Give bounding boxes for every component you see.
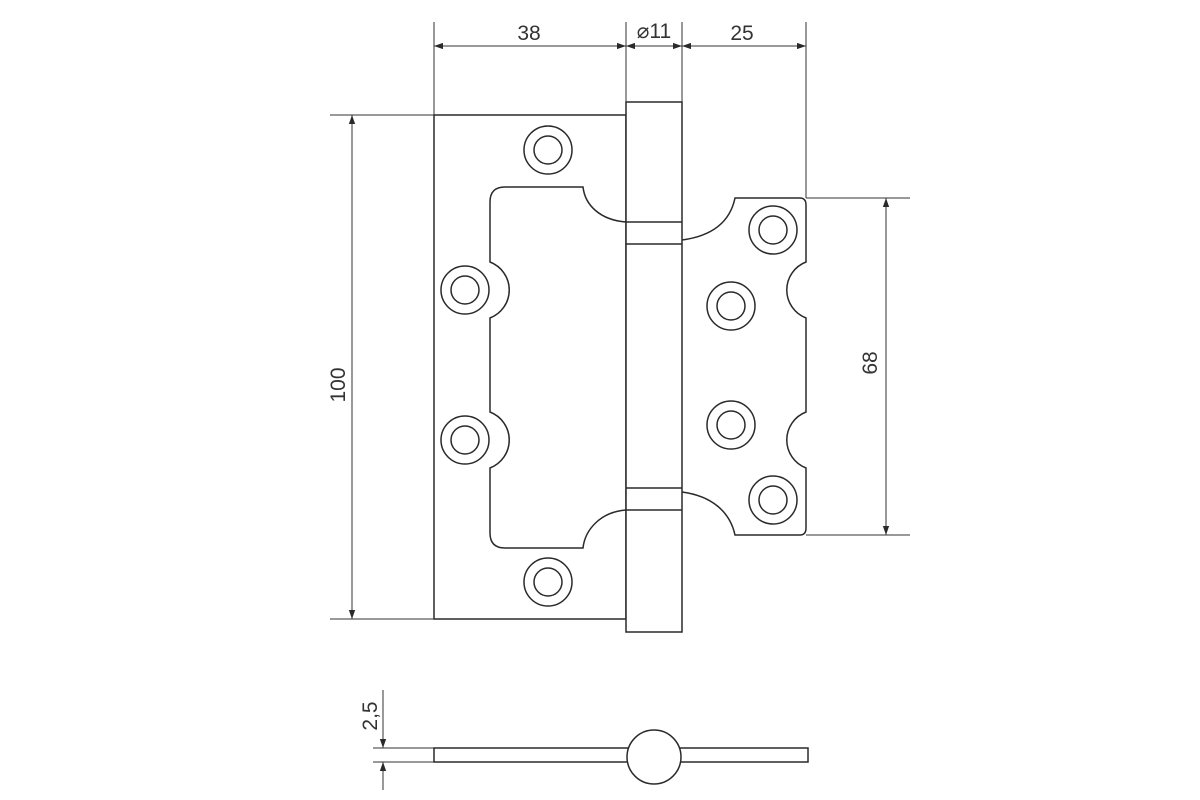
screw-hole: [706, 400, 756, 450]
dimension-label-38: 38: [517, 22, 540, 45]
dimension-label-thickness: 2,5: [359, 701, 382, 730]
screw-hole: [440, 265, 490, 315]
right-leaf: [681, 197, 807, 536]
screw-hole: [523, 125, 573, 175]
left-leaf: [433, 114, 627, 620]
right-leaf-height-dimension: 68: [806, 197, 910, 536]
left-leaf-cutout: [489, 186, 627, 549]
top-dimensions: 38 ⌀11 25: [433, 20, 807, 198]
dimension-label-diameter: ⌀11: [637, 20, 671, 43]
dimension-label-68: 68: [859, 351, 882, 374]
screw-hole: [706, 281, 756, 331]
dimension-label-25: 25: [730, 22, 753, 45]
screw-hole: [748, 205, 798, 255]
hinge-knuckle: [625, 101, 683, 633]
screw-hole: [523, 557, 573, 607]
screw-hole: [748, 475, 798, 525]
side-view: 2,5: [359, 690, 809, 790]
screw-hole: [440, 415, 490, 465]
dimension-label-100: 100: [327, 367, 350, 402]
height-dimension: 100: [327, 114, 434, 620]
